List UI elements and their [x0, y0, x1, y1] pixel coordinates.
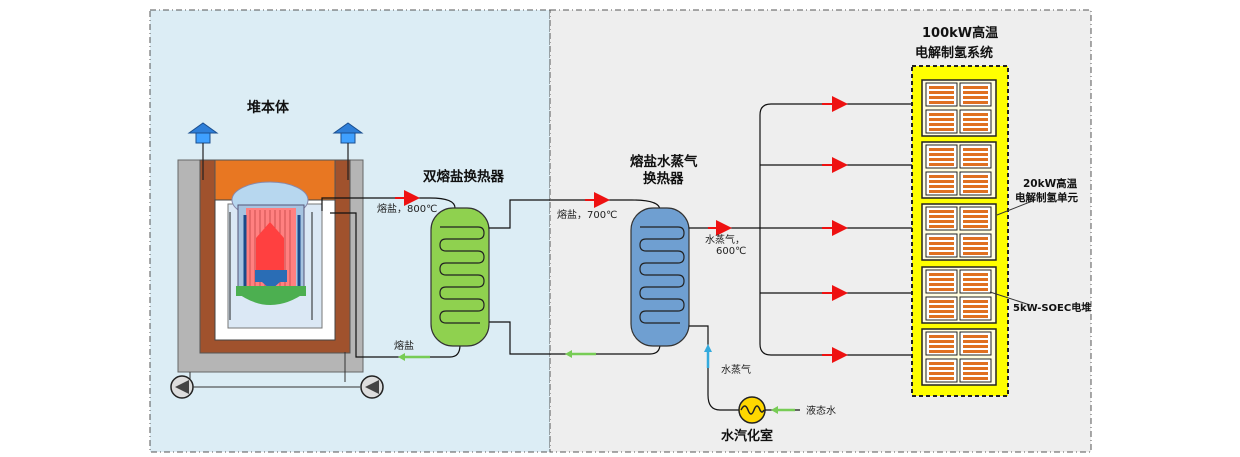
- steam-in-line: [689, 325, 740, 411]
- pump-left-icon: [170, 372, 360, 399]
- soec-stack: [959, 109, 992, 134]
- stack-callout-line: [989, 291, 1031, 306]
- steam-label: 水蒸气: [721, 363, 751, 376]
- salt-800-label: 熔盐，800℃: [377, 202, 437, 215]
- unit-label-line2: 电解制氢单元: [1015, 191, 1078, 204]
- soec-stack: [959, 296, 992, 321]
- system-label-line2: 电解制氢系统: [915, 45, 993, 61]
- dual-salt-heat-exchanger: [430, 207, 490, 347]
- exhaust-left-icon: [187, 122, 219, 180]
- soec-stack: [925, 233, 958, 258]
- soec-unit-group: [921, 79, 997, 386]
- soec-stack: [925, 331, 958, 356]
- steam-heat-exchanger: [630, 207, 690, 347]
- soec-stack: [959, 144, 992, 169]
- cold-salt-line-1: [330, 212, 461, 358]
- salt-700-label: 熔盐，700℃: [557, 208, 617, 221]
- soec-stack: [925, 144, 958, 169]
- dual-hx-label: 双熔盐换热器: [423, 168, 504, 185]
- hot-salt-line-1: [321, 197, 456, 211]
- secondary-loop-top: [489, 199, 661, 229]
- system-label-line1: 100kW高温: [922, 25, 998, 41]
- steam-hx-label-line1: 熔盐水蒸气: [630, 153, 698, 170]
- soec-stack: [959, 233, 992, 258]
- unit-label-line1: 20kW高温: [1023, 177, 1078, 190]
- soec-stack: [925, 171, 958, 196]
- soec-stack: [959, 206, 992, 231]
- reactor-body-label: 堆本体: [247, 99, 290, 116]
- stack-label: 5kW-SOEC电堆: [1013, 301, 1091, 314]
- secondary-loop-bottom: [489, 321, 661, 355]
- soec-stack: [925, 269, 958, 294]
- soec-stack: [959, 331, 992, 356]
- steam-hx-label-line2: 换热器: [643, 170, 684, 187]
- vaporizer-icon: [738, 396, 766, 424]
- vaporizer-label: 水汽化室: [721, 428, 773, 444]
- soec-stack: [959, 269, 992, 294]
- soec-stack: [925, 358, 958, 383]
- soec-stack: [925, 109, 958, 134]
- soec-stack: [959, 171, 992, 196]
- steam-manifold: [759, 96, 912, 363]
- soec-stack: [925, 206, 958, 231]
- liquid-water-label: 液态水: [806, 404, 836, 417]
- soec-stack: [925, 296, 958, 321]
- steam-600-label-line2: 600℃: [716, 246, 746, 257]
- unit-callout-line: [996, 199, 1036, 216]
- reactor-assembly: [177, 159, 364, 373]
- soec-stack: [959, 358, 992, 383]
- soec-stack: [925, 82, 958, 107]
- pump-right-icon: [344, 352, 384, 399]
- salt-return-label: 熔盐: [394, 339, 414, 352]
- steam-600-label-line1: 水蒸气，: [705, 233, 745, 246]
- soec-stack: [959, 82, 992, 107]
- exhaust-right-icon: [332, 122, 364, 180]
